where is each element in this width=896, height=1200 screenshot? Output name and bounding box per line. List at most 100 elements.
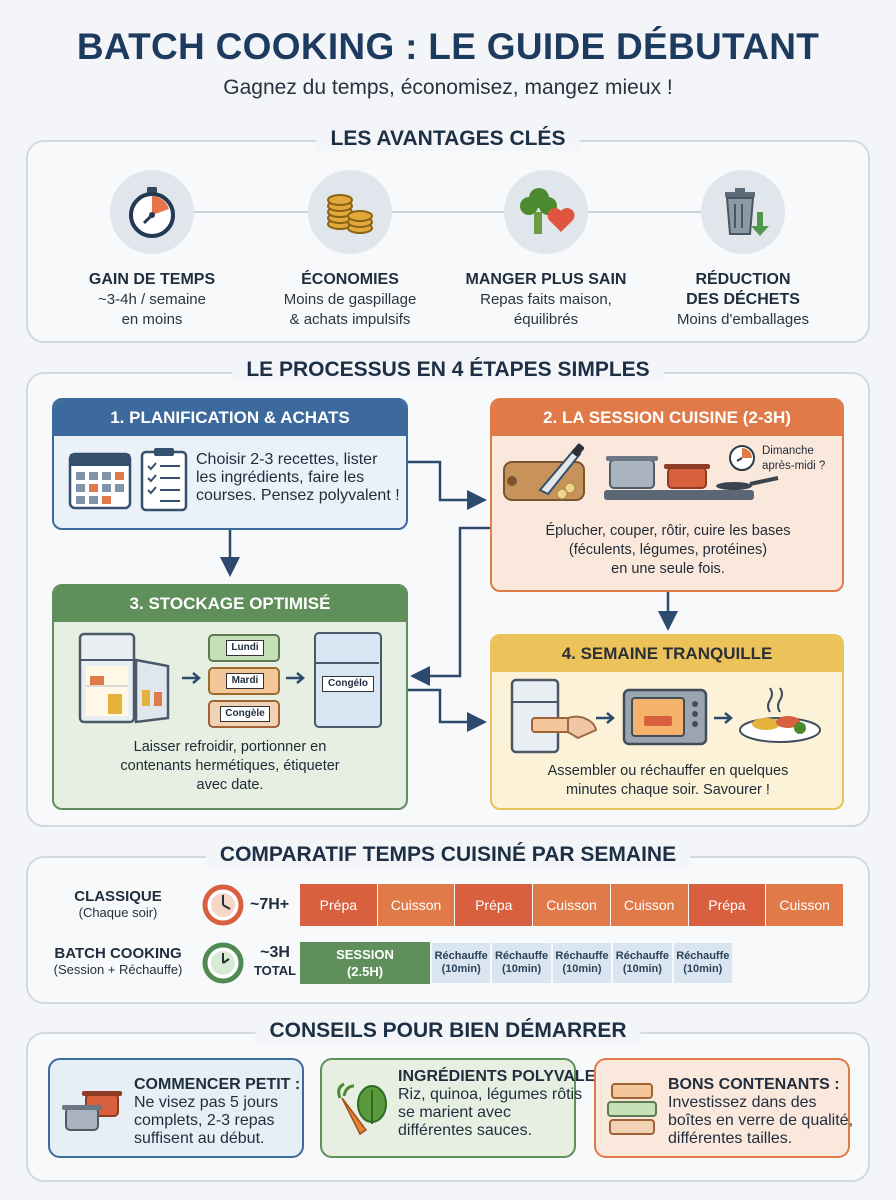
- row-label: BATCH COOKING: [54, 945, 182, 962]
- classic-segment: Prépa: [455, 884, 533, 926]
- clock-label: Dimanche: [762, 445, 814, 457]
- freezer-icon: Congélo: [314, 632, 382, 728]
- tip-title: COMMENCER PETIT :: [134, 1076, 301, 1093]
- step-text-line: Laisser refroidir, portionner en: [133, 739, 327, 755]
- open-fridge-icon: [78, 632, 170, 724]
- batch-reheat-timeline: Réchauffe(10min)Réchauffe(10min)Réchauff…: [432, 943, 734, 983]
- freezer-label: Congélo: [322, 676, 374, 692]
- step-2-text: Éplucher, couper, rôtir, cuire les bases…: [492, 522, 844, 579]
- advantage-healthy: MANGER PLUS SAIN Repas faits maison, équ…: [446, 170, 646, 330]
- step-text-line: (féculents, légumes, protéines): [568, 542, 768, 558]
- step-2-title: 2. LA SESSION CUISINE (2-3H): [492, 400, 842, 436]
- classic-segment: Cuisson: [377, 884, 455, 926]
- tip-versatile-ingredients: [320, 1058, 576, 1158]
- advantages-connector: [150, 211, 750, 213]
- advantage-text: & achats impulsifs: [289, 311, 411, 328]
- step-text-line: Éplucher, couper, rôtir, cuire les bases: [545, 523, 791, 539]
- advantage-text: Repas faits maison,: [480, 291, 612, 308]
- classic-segment: Prépa: [300, 884, 377, 926]
- microwave-icon: [622, 688, 708, 746]
- reheat-duration: (10min): [502, 963, 542, 975]
- stopwatch-icon: [110, 170, 194, 254]
- cutting-board-icon: [503, 443, 585, 501]
- step-text-line: Choisir 2-3 recettes, lister: [196, 451, 378, 468]
- step-text-line: minutes chaque soir. Savourer !: [566, 782, 770, 798]
- tip-line: différentes sauces.: [398, 1122, 533, 1139]
- tip-line: boîtes en verre de qualité,: [668, 1112, 854, 1129]
- plate-meal-icon: [739, 687, 821, 743]
- advantage-title: GAIN DE TEMPS: [88, 271, 216, 288]
- page-subtitle: Gagnez du temps, économisez, mangez mieu…: [223, 76, 673, 99]
- advantage-text: en moins: [121, 311, 183, 328]
- step-text-line: courses. Pensez polyvalent !: [196, 487, 400, 504]
- reheat-segment: Réchauffe(10min): [673, 943, 732, 983]
- classic-label: CLASSIQUE (Chaque soir): [40, 888, 196, 920]
- reheat-label: Réchauffe: [494, 950, 549, 962]
- tip-line: complets, 2-3 repas: [134, 1112, 275, 1129]
- tip-text: BONS CONTENANTS : Investissez dans des b…: [668, 1076, 853, 1148]
- advantage-text: Moins de gaspillage: [283, 291, 417, 308]
- process-section-title: LE PROCESSUS EN 4 ÉTAPES SIMPLES: [232, 358, 664, 382]
- container-box: Congèle: [208, 700, 280, 728]
- arrow-icon: [596, 712, 615, 724]
- tip-line: Investissez dans des: [668, 1094, 817, 1111]
- box-label: Mardi: [226, 673, 264, 689]
- tip-title: BONS CONTENANTS :: [668, 1076, 840, 1093]
- tip-text: COMMENCER PETIT : Ne visez pas 5 jours c…: [134, 1076, 300, 1148]
- step-4-text: Assembler ou réchauffer en quelques minu…: [492, 762, 844, 800]
- step-text-line: avec date.: [196, 777, 264, 793]
- batch-label: BATCH COOKING (Session + Réchauffe): [40, 945, 196, 977]
- trash-bin-icon: [701, 170, 785, 254]
- step-text-line: Assembler ou réchauffer en quelques: [547, 763, 789, 779]
- fridge-hand-icon: [510, 678, 598, 754]
- stacked-containers-icon: [607, 1083, 657, 1135]
- reheat-segment: Réchauffe(10min): [613, 943, 672, 983]
- vegetables-icon: [337, 1082, 387, 1136]
- classic-segment: Cuisson: [533, 884, 610, 926]
- calendar-icon: [68, 452, 132, 510]
- container-box: Lundi: [208, 634, 280, 662]
- clock-icon: [729, 445, 755, 471]
- classic-segment: Cuisson: [766, 884, 843, 926]
- clock-red-icon: [202, 884, 244, 926]
- process-arrows: [220, 460, 678, 732]
- reheat-duration: (10min): [562, 963, 602, 975]
- classic-segment: Cuisson: [610, 884, 688, 926]
- batch-time: ~3H TOTAL: [250, 944, 300, 980]
- comparison-section-title: COMPARATIF TEMPS CUISINÉ PAR SEMAINE: [205, 843, 691, 867]
- step-text-line: contenants hermétiques, étiqueter: [120, 758, 340, 774]
- step-3-title: 3. STOCKAGE OPTIMISÉ: [54, 586, 406, 622]
- row-sublabel: (Session + Réchauffe): [53, 962, 183, 977]
- reheat-duration: (10min): [683, 963, 723, 975]
- reheat-duration: (10min): [441, 963, 481, 975]
- stove-pots-icon: [604, 456, 779, 500]
- tip-line: suffisent au début.: [134, 1130, 265, 1147]
- advantage-title: RÉDUCTION: [695, 271, 791, 288]
- batch-time-value: ~3H: [260, 944, 290, 961]
- broccoli-heart-icon: [504, 170, 588, 254]
- arrow-icon: [286, 672, 305, 684]
- advantage-title: ÉCONOMIES: [301, 271, 399, 288]
- advantage-text: ~3-4h / semaine: [98, 291, 206, 308]
- checklist-icon: [140, 448, 188, 512]
- step-4-title: 4. SEMAINE TRANQUILLE: [492, 636, 842, 672]
- batch-time-total: TOTAL: [253, 963, 297, 978]
- advantage-waste: RÉDUCTION DES DÉCHETS Moins d'emballages: [643, 170, 843, 330]
- tips-section-title: CONSEILS POUR BIEN DÉMARRER: [255, 1019, 641, 1043]
- reheat-segment: Réchauffe(10min): [432, 943, 491, 983]
- batch-session-bar: SESSION (2.5H): [300, 942, 430, 984]
- advantage-time: GAIN DE TEMPS ~3-4h / semaine en moins: [52, 170, 252, 330]
- step-text-line: en une seule fois.: [611, 561, 725, 577]
- advantage-savings: ÉCONOMIES Moins de gaspillage & achats i…: [250, 170, 450, 330]
- arrow-icon: [714, 712, 733, 724]
- reheat-duration: (10min): [622, 963, 662, 975]
- session-duration: (2.5H): [346, 964, 384, 979]
- clock-label: après-midi ?: [762, 460, 826, 472]
- step-3-text: Laisser refroidir, portionner en contena…: [54, 738, 406, 795]
- reheat-label: Réchauffe: [555, 950, 609, 962]
- tip-line: Ne visez pas 5 jours: [134, 1094, 279, 1111]
- tip-title: INGRÉDIENTS: [398, 1068, 508, 1085]
- arrow-icon: [182, 672, 201, 684]
- reheat-label: Réchauffe: [676, 950, 730, 962]
